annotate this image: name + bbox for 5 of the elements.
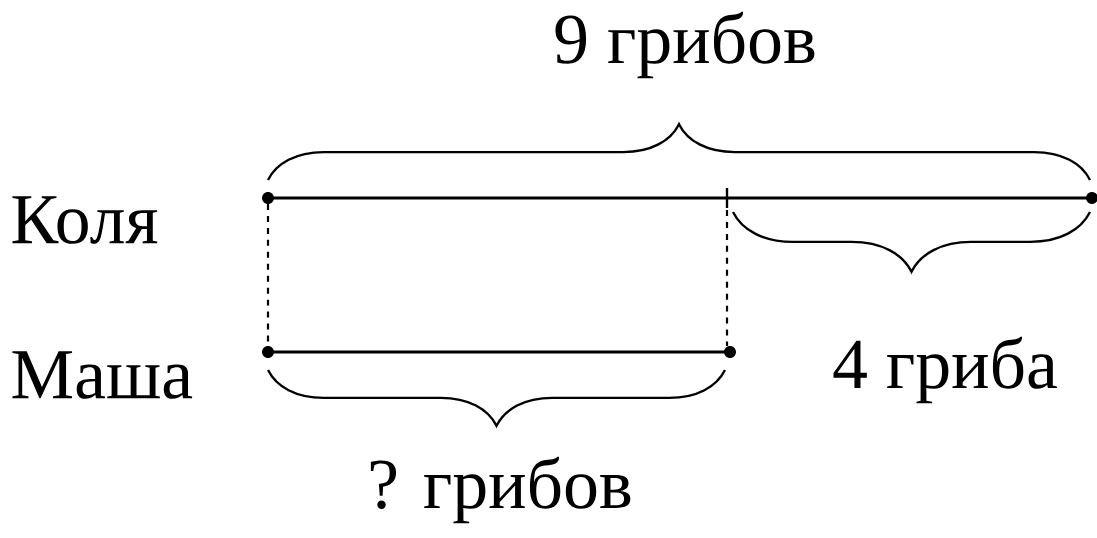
quantity-label: ? грибов (370, 456, 631, 524)
quantity-label: 9 грибов (555, 11, 815, 79)
quantity-label: 4 гриба (833, 336, 1057, 404)
row-label: Коля (12, 196, 158, 244)
row-label: Маша (12, 351, 193, 399)
